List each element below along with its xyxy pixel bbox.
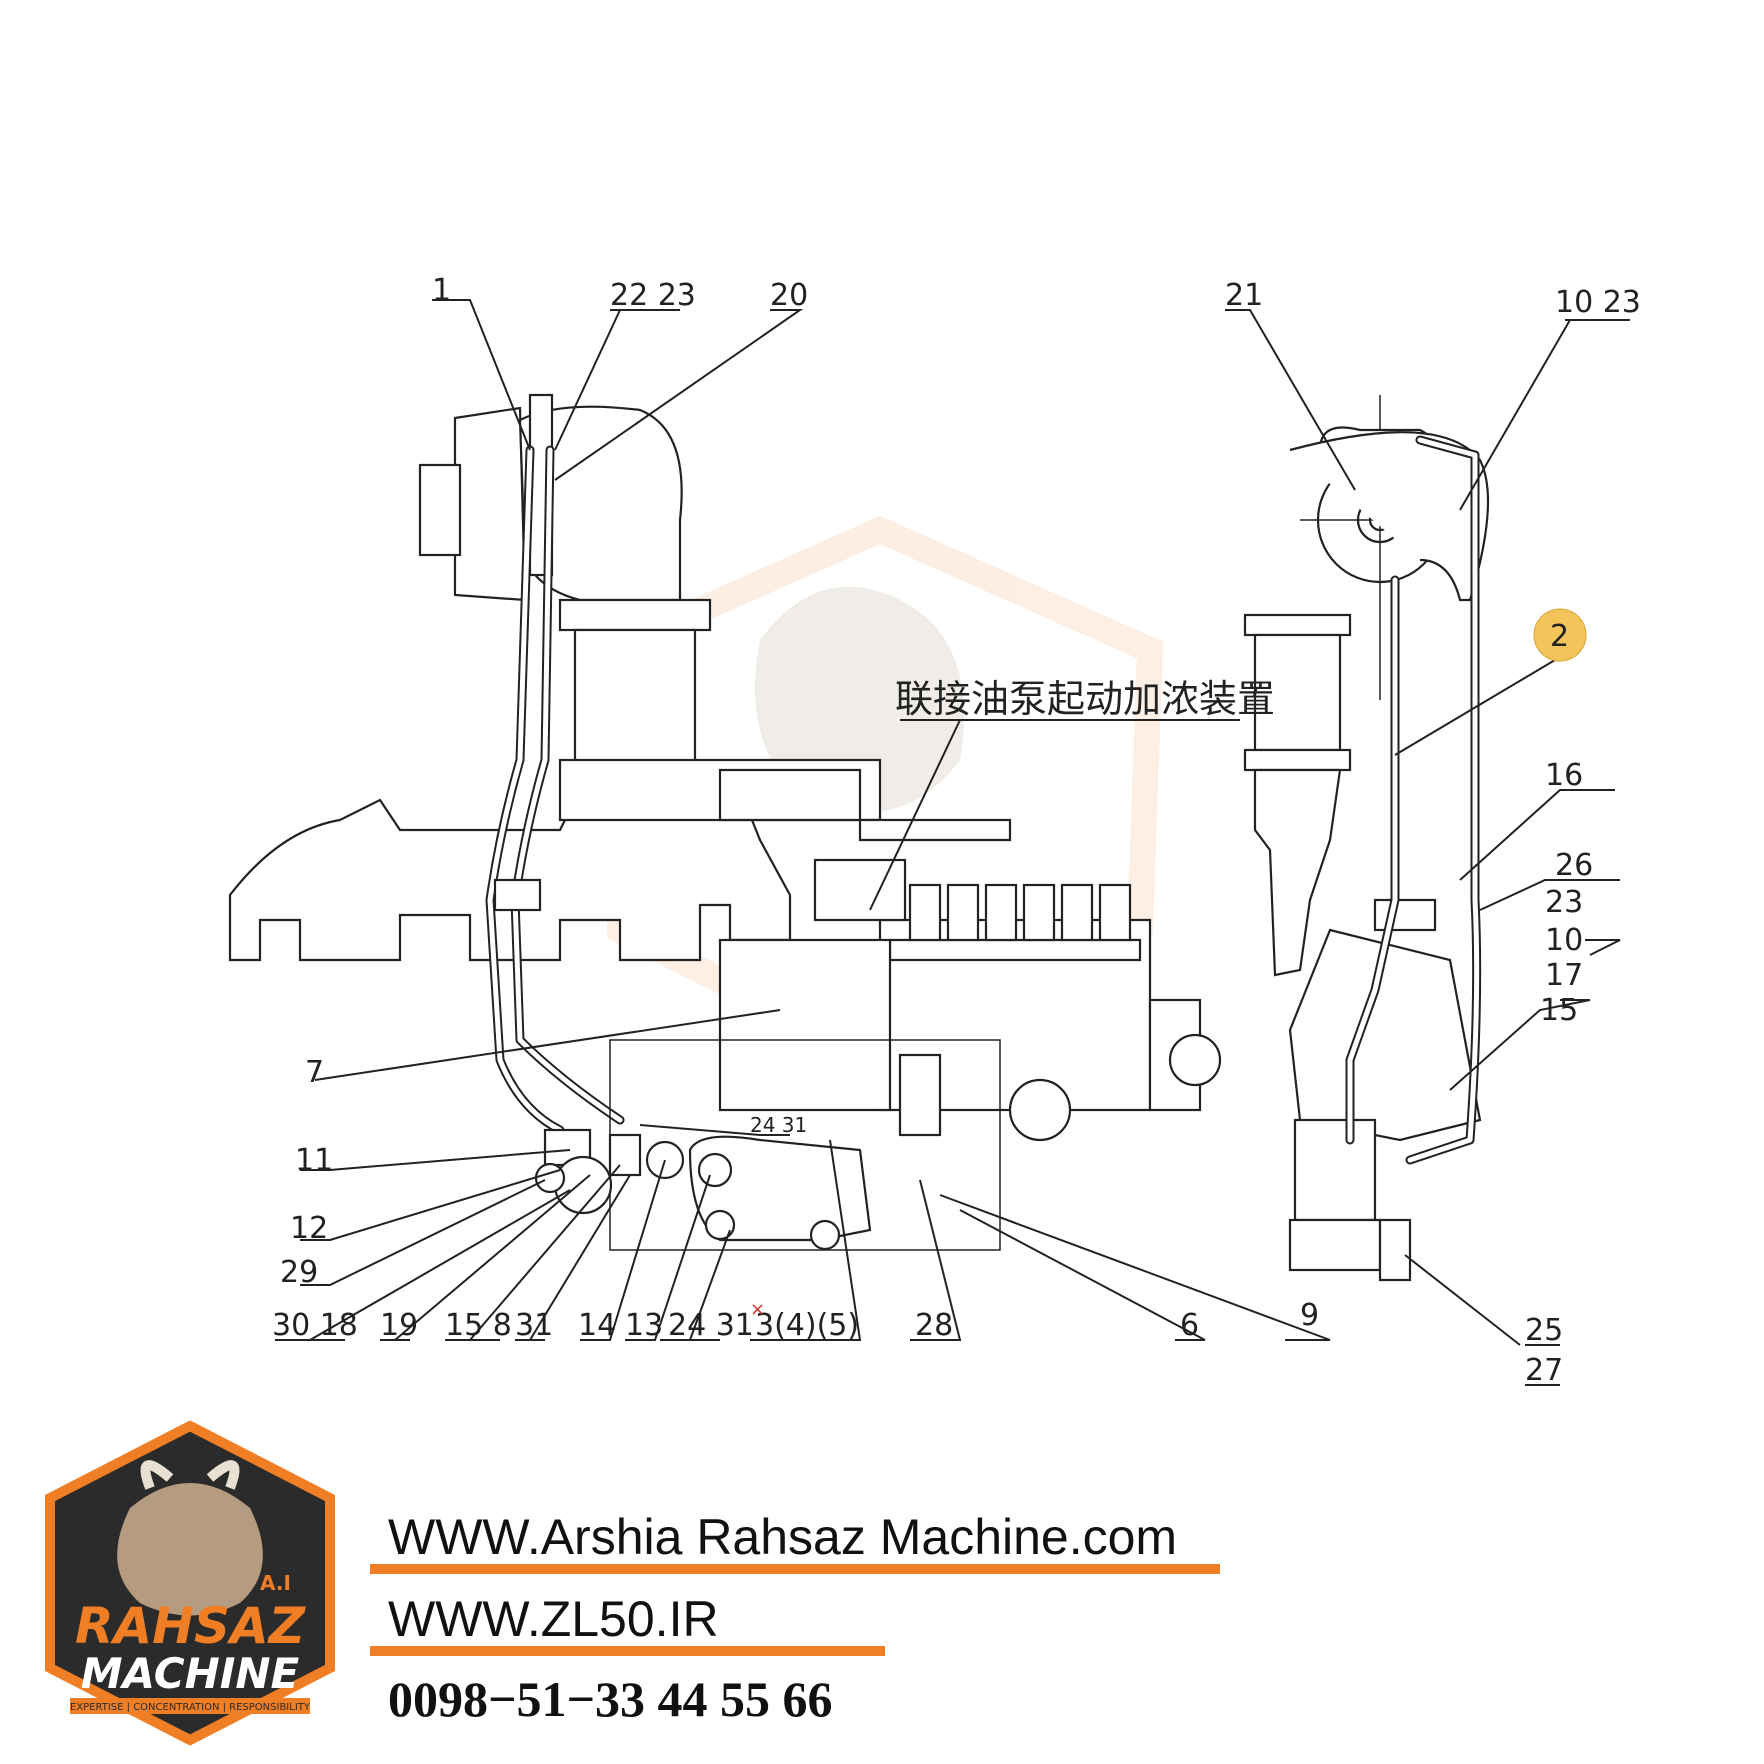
callout-14: 14 — [578, 1308, 616, 1343]
oil-pipes-right — [1345, 435, 1482, 1165]
callout-30-18: 30 18 — [272, 1308, 358, 1343]
callout-16: 16 — [1545, 758, 1583, 793]
callout-21: 21 — [1225, 278, 1263, 313]
callout-2-highlight — [1533, 608, 1587, 662]
callout-31: 31 — [515, 1308, 553, 1343]
callout-28: 28 — [915, 1308, 953, 1343]
callout-13: 13 — [625, 1308, 663, 1343]
pump-side-view-right — [1288, 898, 1482, 1282]
accent-bar-2 — [370, 1646, 885, 1656]
website-url[interactable]: WWW.Arshia Rahsaz Machine.com — [388, 1509, 1178, 1565]
callout-26: 26 — [1555, 848, 1593, 883]
callout-3-4-5: 3(4)(5) — [755, 1308, 859, 1343]
callout-9: 9 — [1300, 1298, 1319, 1333]
phone-number: 0098−51−33 44 55 66 — [388, 1671, 833, 1727]
annotation-start-enrichment-device: 联接油泵起动加浓装置 — [895, 677, 1275, 721]
mounting-bracket — [609, 1039, 1001, 1251]
rahsaz-machine-logo: A.I RAHSAZ MACHINE EXPERTISE | CONCENTRA… — [45, 1420, 335, 1746]
callout-6: 6 — [1180, 1308, 1199, 1343]
callout-11: 11 — [295, 1143, 333, 1178]
asterisk-mark: × — [750, 1299, 765, 1320]
leader-lines — [275, 299, 1630, 1386]
callout-2: 2 — [1550, 619, 1569, 654]
callout-27: 27 — [1525, 1353, 1563, 1388]
turbocharger-right — [1243, 395, 1490, 977]
callout-labels: 1 22 23 20 21 10 23 2 16 26 23 10 17 15 … — [272, 273, 1641, 1388]
callout-10-23: 10 23 — [1555, 285, 1641, 320]
fuel-injection-pump — [718, 858, 1222, 1142]
callout-15-8: 15 8 — [445, 1308, 512, 1343]
exhaust-manifold-left — [228, 758, 1012, 962]
callout-29: 29 — [280, 1255, 318, 1290]
svg-text:A.I: A.I — [260, 1571, 291, 1595]
website-url-2[interactable]: WWW.ZL50.IR — [388, 1591, 719, 1647]
oil-pipes-left — [485, 445, 625, 1135]
svg-text:RAHSAZ: RAHSAZ — [75, 1597, 307, 1655]
svg-text:EXPERTISE | CONCENTRATION | RE: EXPERTISE | CONCENTRATION | RESPONSIBILI… — [70, 1702, 311, 1713]
callout-1: 1 — [432, 273, 451, 308]
callout-23: 23 — [1545, 885, 1583, 920]
callout-12: 12 — [290, 1211, 328, 1246]
callout-20: 20 — [770, 278, 808, 313]
callout-24-31-lower: 24 31 — [668, 1308, 754, 1343]
callout-17: 17 — [1545, 958, 1583, 993]
callout-7: 7 — [305, 1055, 324, 1090]
callout-15-right: 15 — [1540, 993, 1578, 1028]
callout-25: 25 — [1525, 1313, 1563, 1348]
callout-10: 10 — [1545, 923, 1583, 958]
injector-outlets — [908, 883, 1132, 942]
turbocharger-left — [418, 393, 712, 772]
svg-text:MACHINE: MACHINE — [81, 1649, 300, 1698]
accent-bar-1 — [370, 1564, 1220, 1574]
callout-24-31-upper: 24 31 — [750, 1113, 807, 1137]
callout-19: 19 — [380, 1308, 418, 1343]
callout-22-23: 22 23 — [610, 278, 696, 313]
